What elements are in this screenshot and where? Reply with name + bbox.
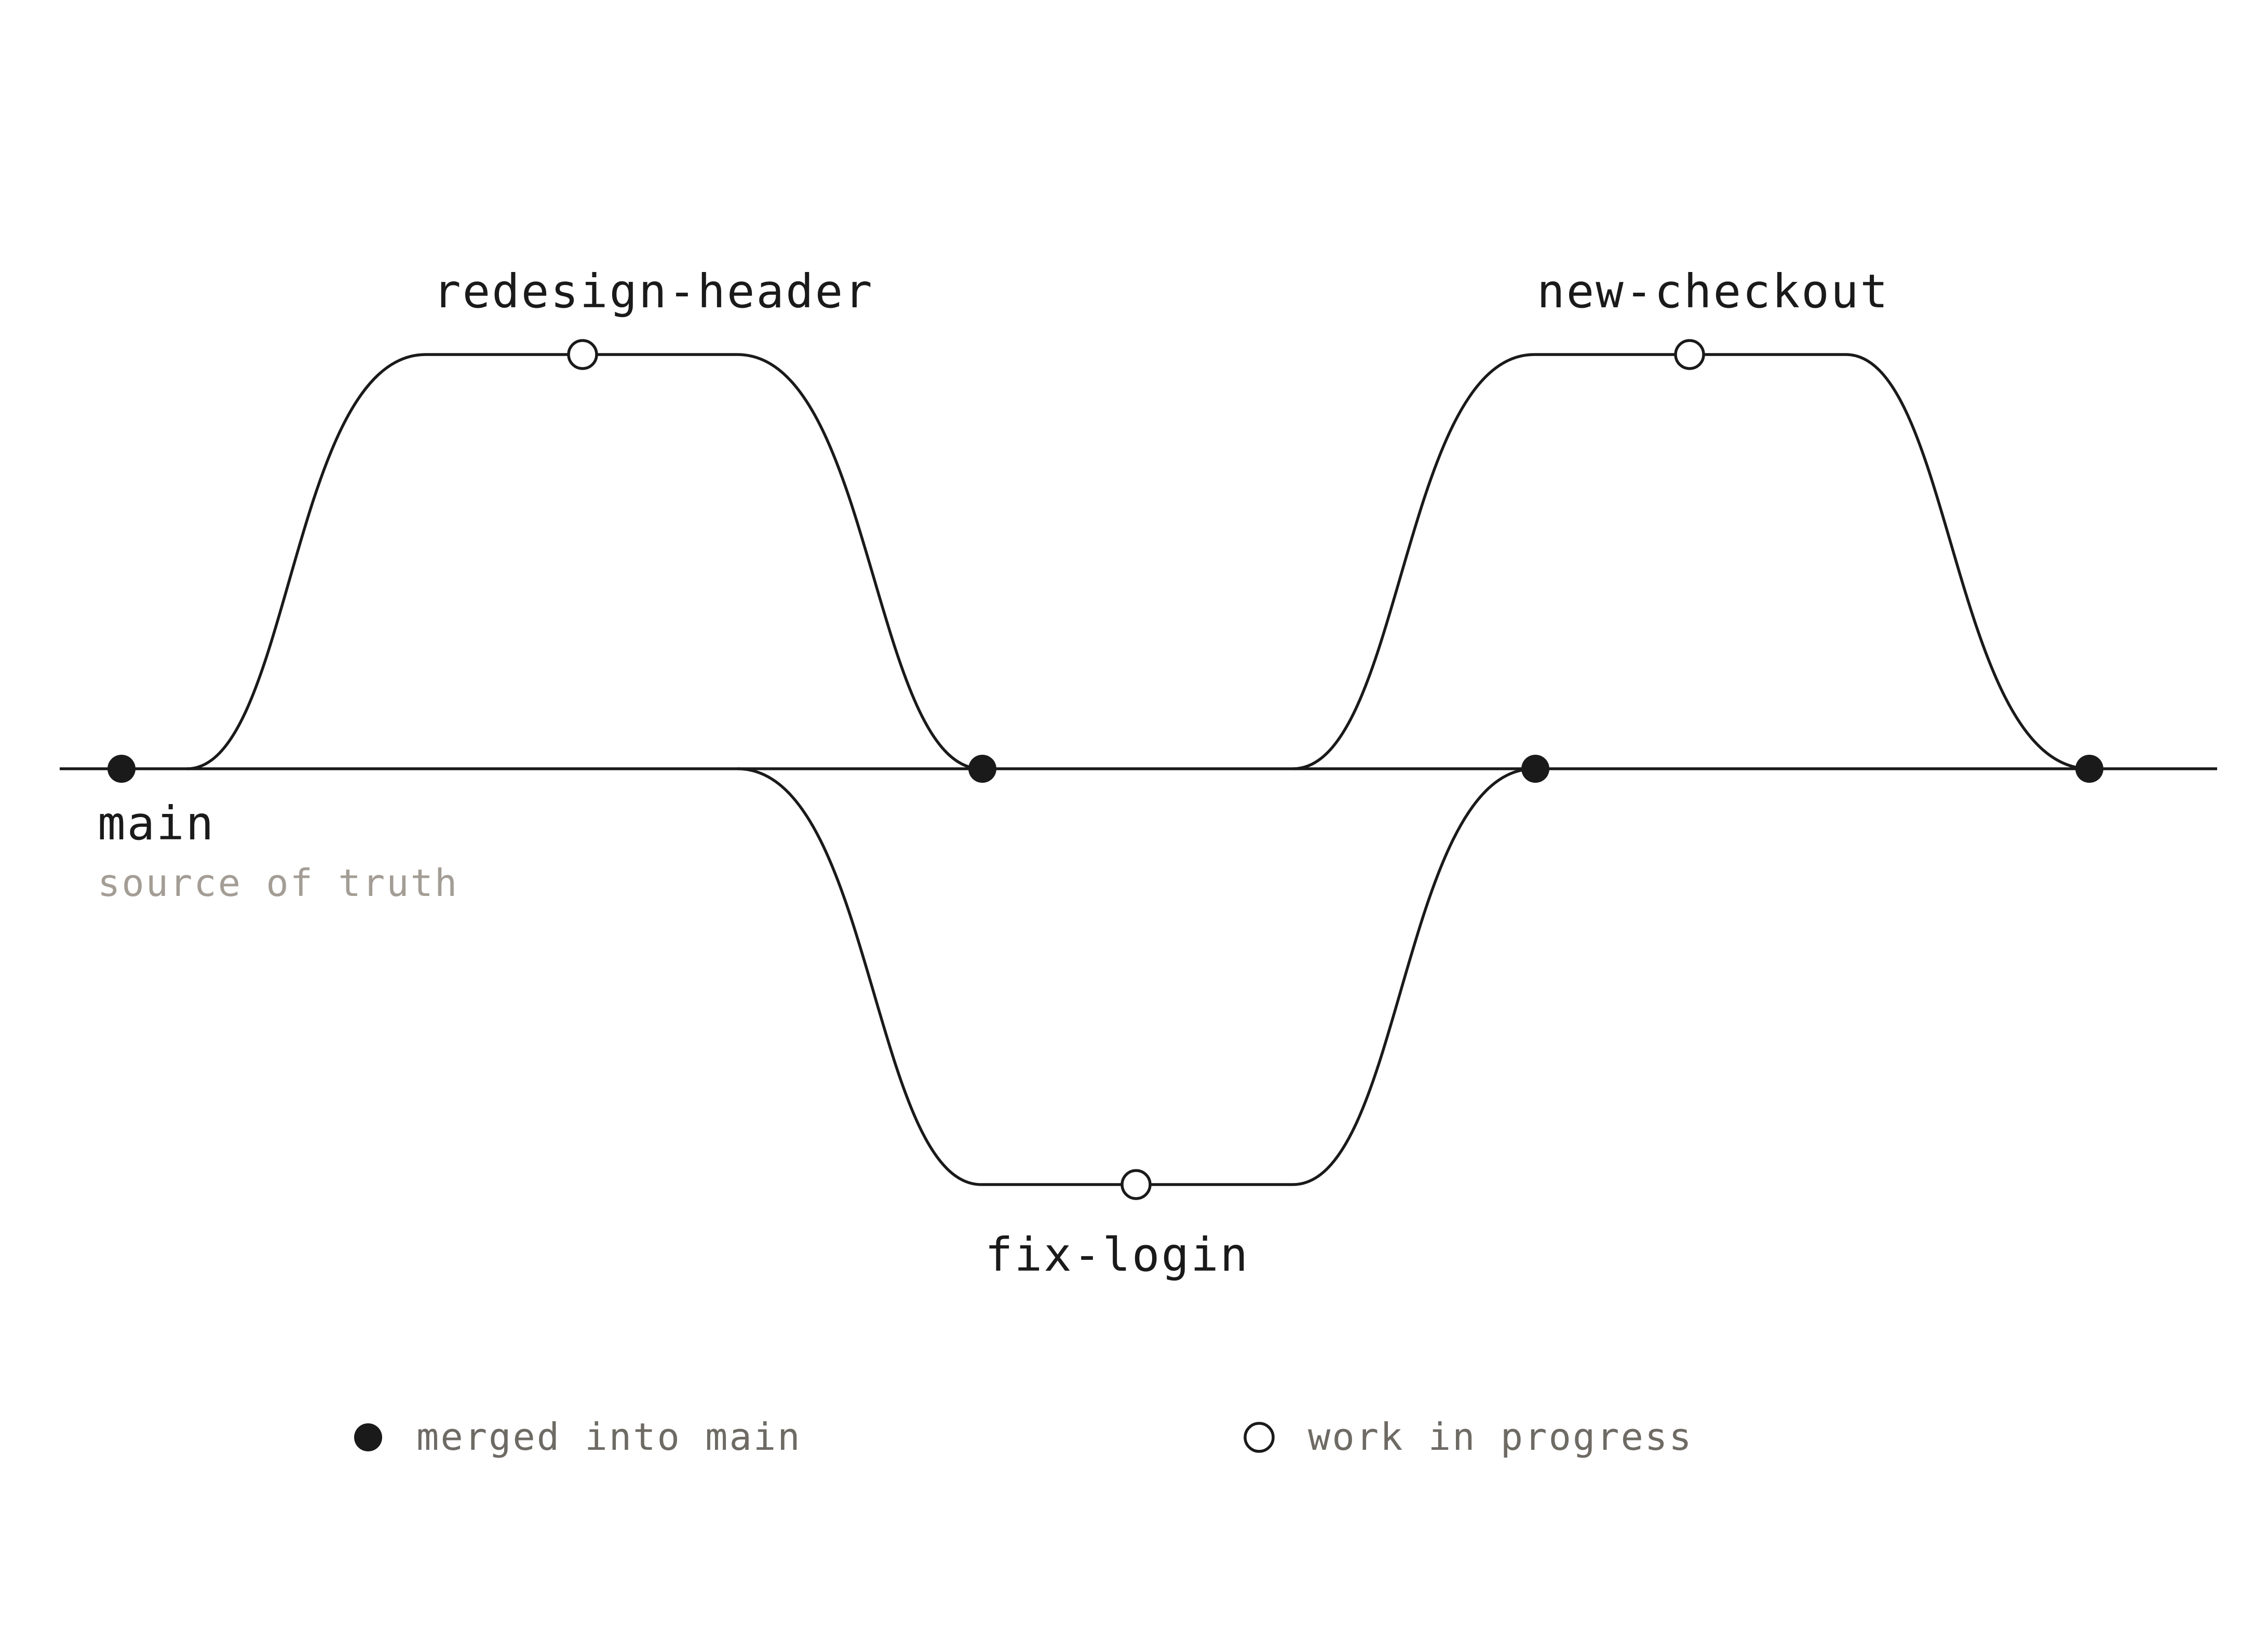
new-checkout-branch-line: [1292, 353, 2090, 770]
merge-fix-login-dot: [1521, 755, 1549, 783]
redesign-header-label: redesign-header: [433, 264, 874, 318]
legend-merged-label: merged into main: [416, 1415, 802, 1459]
fix-login-branch-line: [737, 767, 1535, 1186]
new-checkout-label: new-checkout: [1537, 264, 1889, 318]
main-subtitle: source of truth: [98, 861, 458, 905]
redesign-header-branch-line: [186, 353, 982, 770]
merge-new-checkout-dot: [2075, 755, 2103, 783]
fix-login-commit-dot: [1120, 1169, 1152, 1200]
new-checkout-commit-dot: [1674, 339, 1705, 370]
legend-in-progress-label: work in progress: [1308, 1415, 1693, 1459]
redesign-header-commit-dot: [567, 339, 598, 370]
filled-circle-icon: [354, 1423, 382, 1451]
fix-login-label: fix-login: [985, 1228, 1249, 1282]
legend: merged into main work in progress: [354, 1415, 1693, 1459]
hollow-circle-icon: [1244, 1422, 1275, 1453]
merge-redesign-header-dot: [968, 755, 996, 783]
main-commit-dot: [107, 755, 136, 783]
main-label: main: [98, 796, 215, 850]
